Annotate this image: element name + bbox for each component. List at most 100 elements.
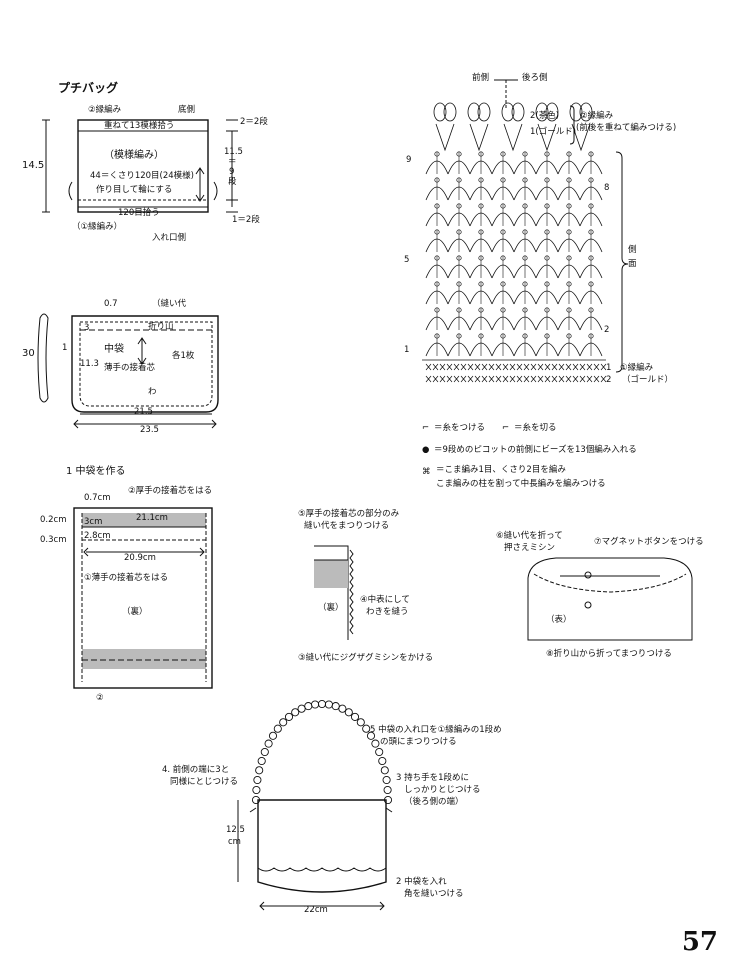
dim-11-5: 11.5	[224, 147, 243, 157]
crochet-chart	[422, 102, 607, 383]
special-stitch-icon: ⌘	[422, 467, 431, 477]
step4-note3b: しっかりとじつける	[404, 785, 481, 795]
legend-attach: ＝糸をつける	[434, 423, 486, 433]
fold-label: 折り山	[148, 322, 174, 332]
row-8: 8	[604, 183, 610, 193]
step2-note5b: 縫い代をまつりつける	[304, 521, 390, 531]
dim-bottom: 1＝2段	[232, 215, 260, 225]
pattern-label: （模様編み）	[104, 150, 164, 161]
step3-note6a: ⑥縫い代を折って	[496, 531, 563, 541]
attach-yarn-icon: ⌐	[422, 423, 430, 433]
front-side-label: 前側	[472, 73, 490, 83]
thick-interlining-label: ②厚手の接着芯をはる	[128, 486, 213, 496]
dim-top: 2＝2段	[240, 117, 268, 127]
width-22: 22cm	[304, 905, 328, 915]
height-12-5: 12.5	[226, 825, 245, 835]
dim-30: 30	[22, 348, 35, 359]
row-1: 1	[404, 345, 410, 355]
step3-note7: ⑦マグネットボタンをつける	[594, 537, 704, 547]
inner-bag-label: 中袋	[104, 344, 124, 355]
height-unit: cm	[228, 837, 241, 847]
beaded-handle	[251, 699, 393, 805]
step4-note4a: 4. 前側の端に3と	[162, 765, 230, 775]
edge2-label: ②縁編み	[580, 111, 614, 121]
legend-special-1: ＝こま編み1目、くさり2目を編み	[436, 465, 566, 475]
inner-bag-pattern	[37, 313, 219, 429]
side-label-2: 面	[628, 259, 637, 269]
dim-11-3: 11.3	[80, 359, 99, 369]
side-label-1: 側	[628, 245, 637, 255]
step3-note6b: 押さえミシン	[504, 543, 556, 553]
chain-label-2: 作り目して輪にする	[96, 185, 173, 195]
edge1-label: ①縁編み	[620, 363, 654, 373]
page-number: 57	[681, 927, 718, 957]
step4-note3a: 3 持ち手を1段めに	[396, 773, 470, 783]
seam-label: （縫い代	[152, 299, 187, 309]
bead-dot-icon: ●	[422, 445, 430, 455]
height-14-5: 14.5	[22, 160, 45, 171]
gold-color-label: 1(ゴールド)	[530, 127, 577, 137]
dim-23-5: 23.5	[140, 425, 159, 435]
dim-1: 1	[62, 343, 68, 353]
mark-2: ②	[96, 693, 104, 703]
each-label: 各1枚	[172, 351, 195, 361]
edge-bottom-label: （①縁編み）	[72, 222, 123, 232]
seam-width: 0.7	[104, 299, 118, 309]
step2-note5a: ⑤厚手の接着芯の部分のみ	[298, 509, 400, 519]
overlap-label: 重ねて13模様拾う	[104, 121, 175, 131]
step4-note3c: （後ろ側の端）	[404, 797, 464, 807]
back-label-1: （裏）	[122, 607, 148, 617]
wa-label: わ	[148, 387, 157, 397]
step3-lining-finished	[527, 557, 693, 641]
step2-lining-sides	[314, 545, 354, 640]
pick-label: 120目拾う	[118, 208, 160, 218]
step4-note4b: 同様にとじつける	[170, 777, 239, 787]
step3-note8: ⑧折り山から折ってまつりつける	[546, 649, 672, 659]
edge-top-label: ②縁編み	[88, 105, 122, 115]
legend-bead: ＝9段めのピコットの前側にビーズを13個編み入れる	[434, 445, 637, 455]
step4-note5b: の頭にまつりつける	[380, 737, 457, 747]
edge1-note: （ゴールド）	[622, 375, 674, 385]
width-20-9: 20.9cm	[124, 553, 156, 563]
dim-eq: ＝	[228, 157, 237, 167]
step4-note2b: 角を縫いつける	[404, 889, 464, 899]
step2-note4a: ④中表にして	[360, 595, 410, 605]
front-label: （表）	[546, 615, 572, 625]
step1-lining	[73, 507, 213, 689]
legend-cut: ＝糸を切る	[514, 423, 557, 433]
step4-note2a: 2 中袋を入れ	[396, 877, 447, 887]
step2-note4b: わきを縫う	[366, 607, 409, 617]
fold-3: 3	[84, 323, 90, 333]
row-5: 5	[404, 255, 410, 265]
bag-body-schematic	[42, 119, 238, 213]
row-2: 2	[604, 325, 610, 335]
width-21-1: 21.1cm	[136, 513, 168, 523]
back-label-2: （裏）	[318, 603, 344, 613]
margin-0-3: 0.3cm	[40, 535, 67, 545]
dim-9: 9	[229, 167, 235, 177]
cut-yarn-icon: ⌐	[502, 423, 510, 433]
dim-dan: 段	[228, 177, 237, 187]
legend-special-2: こま編みの柱を割って中長編みを編みつける	[436, 479, 606, 489]
page-title: プチバッグ	[58, 81, 119, 95]
margin-3: 3cm	[84, 517, 103, 527]
edge2-note: (前後を重ねて編みつける)	[576, 123, 677, 133]
thin-interlining-label: ①薄手の接着芯をはる	[84, 573, 169, 583]
edge-row-1: 1	[606, 363, 612, 373]
interlining-label: 薄手の接着芯	[104, 363, 156, 373]
margin-2-8: 2.8cm	[84, 531, 111, 541]
step4-note5a: 5 中袋の入れ口を①縁編みの1段め	[370, 725, 502, 735]
margin-0-7: 0.7cm	[84, 493, 111, 503]
chain-label-1: 44＝くさり120目(24模様)	[90, 171, 194, 181]
back-side-label: 後ろ側	[522, 73, 548, 83]
assembled-bag	[237, 799, 393, 911]
dim-21-5: 21.5	[134, 407, 153, 417]
margin-0-2: 0.2cm	[40, 515, 67, 525]
opening-label: 入れ口側	[152, 233, 187, 243]
bottom-side-label: 底側	[178, 105, 196, 115]
row-9: 9	[406, 155, 412, 165]
edge-row-2: 2	[606, 375, 612, 385]
step1-title: 1 中袋を作る	[66, 466, 126, 477]
tea-color-label: 2(茶色)	[530, 111, 560, 121]
